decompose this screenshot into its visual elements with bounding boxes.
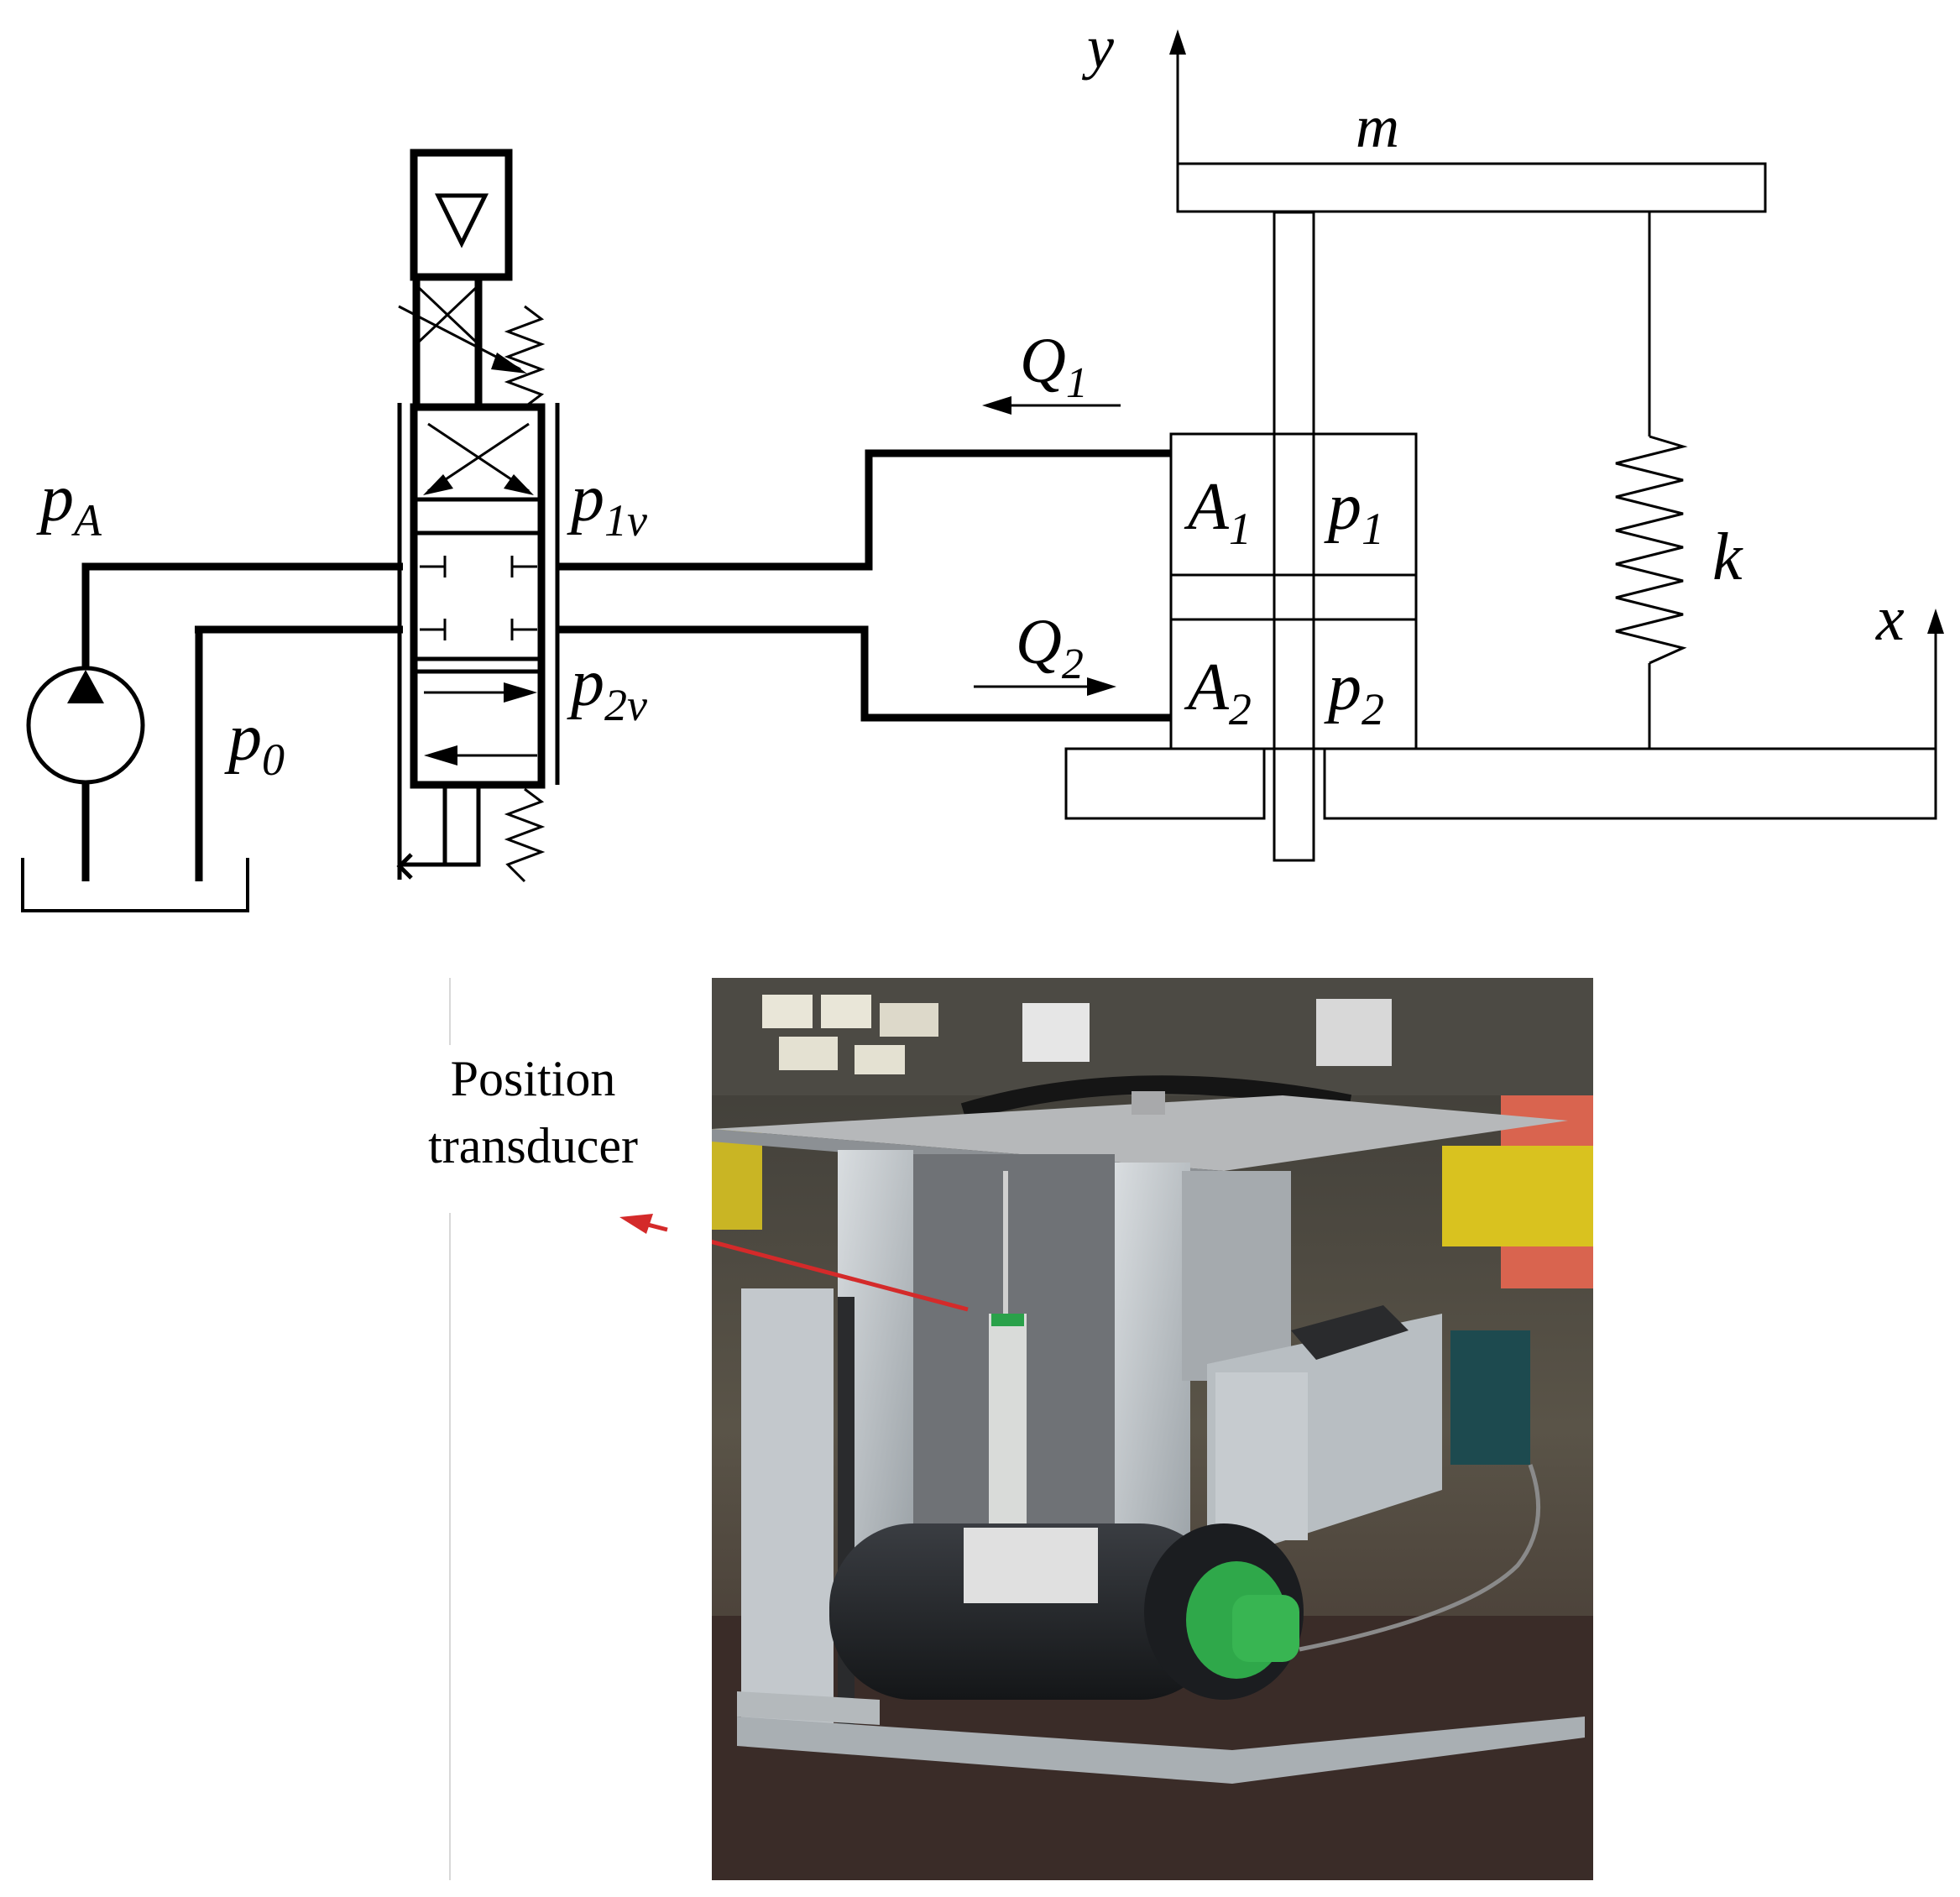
servo-valve xyxy=(396,149,560,883)
tank-symbol xyxy=(21,630,249,912)
label-p0: p0 xyxy=(224,701,285,785)
flow-arrow-q1 xyxy=(982,396,1121,415)
label-pa: pA xyxy=(36,462,102,546)
label-p2v: p2v xyxy=(567,646,647,730)
label-m: m xyxy=(1356,93,1399,160)
label-p2: p2 xyxy=(1324,651,1384,734)
test-rig-photo xyxy=(712,978,1593,1880)
label-x: x xyxy=(1875,583,1905,654)
flow-arrow-q2 xyxy=(974,677,1116,696)
x-axis xyxy=(1927,609,1944,749)
label-p1: p1 xyxy=(1324,470,1384,554)
label-a1: A1 xyxy=(1184,470,1252,554)
base-plate-right xyxy=(1323,747,1937,820)
hydraulic-lines xyxy=(81,449,1171,722)
callout-line-2: transducer xyxy=(428,1118,638,1173)
label-k: k xyxy=(1712,520,1743,594)
y-axis xyxy=(1169,29,1186,164)
label-p1v: p1v xyxy=(567,462,647,546)
label-q2: Q2 xyxy=(1016,607,1084,688)
base-plate-left xyxy=(1064,747,1266,820)
callout-position-transducer: Position transducer xyxy=(390,1045,676,1213)
label-q1: Q1 xyxy=(1020,326,1088,407)
label-a2: A2 xyxy=(1184,651,1252,734)
pump-symbol xyxy=(26,666,145,881)
mass-plate xyxy=(1176,162,1767,213)
label-y: y xyxy=(1081,13,1114,81)
callout-line-1: Position xyxy=(450,1051,616,1106)
spring-k xyxy=(1615,212,1688,749)
